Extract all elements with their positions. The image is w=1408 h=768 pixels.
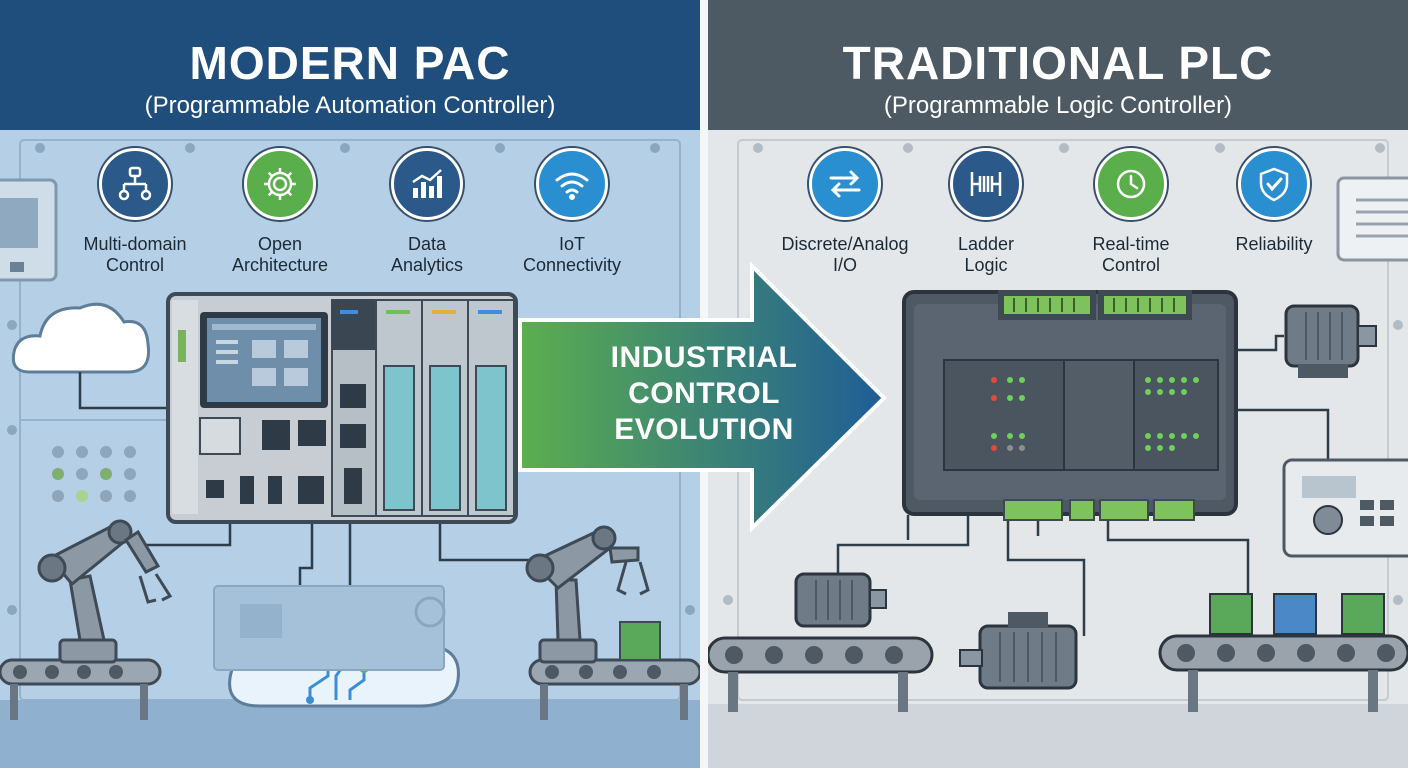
plc-panel: TRADITIONAL PLC (Programmable Logic Cont…	[708, 0, 1408, 768]
conveyor-right	[1158, 593, 1408, 712]
pac-header: MODERN PAC (Programmable Automation Cont…	[0, 0, 700, 130]
feature-label-line1: Ladder	[957, 234, 1015, 254]
floor	[708, 704, 1408, 768]
conveyor-right	[528, 621, 700, 720]
motor-conveyor-left	[794, 572, 887, 628]
operator-panel	[1282, 458, 1408, 558]
package-box	[1341, 593, 1385, 635]
feature-reliability: Reliability	[1199, 148, 1349, 255]
pac-title: MODERN PAC	[189, 37, 511, 89]
plc-subtitle: (Programmable Logic Controller)	[883, 92, 1233, 119]
plc-controller	[902, 290, 1238, 521]
swap-arrows-icon	[809, 148, 881, 220]
pac-subtitle: (Programmable Automation Controller)	[144, 92, 556, 119]
package-box	[1209, 593, 1253, 635]
plc-header: TRADITIONAL PLC (Programmable Logic Cont…	[708, 0, 1408, 130]
package-box	[1273, 593, 1317, 635]
feature-label-line2: Architecture	[231, 255, 329, 275]
feature-label-line1: Data	[407, 234, 447, 254]
arrow-label-line1: INDUSTRIAL	[610, 341, 798, 374]
arrow-label: INDUSTRIAL CONTROL EVOLUTION	[588, 340, 820, 448]
robot-arm-right	[525, 525, 650, 664]
floor	[0, 700, 700, 768]
motor-top-right	[1284, 304, 1377, 378]
robot-arm-left	[37, 519, 173, 664]
chart-trend-icon	[391, 148, 463, 220]
feature-label-line2: Analytics	[390, 255, 464, 275]
arrow-label-line3: EVOLUTION	[614, 413, 794, 446]
feature-label-line2: Logic	[964, 255, 1008, 275]
feature-label-line1: Multi-domain	[83, 234, 187, 254]
shield-check-icon	[1238, 148, 1310, 220]
ladder-icon	[950, 148, 1022, 220]
feature-label-line2: Control	[105, 255, 165, 275]
package-box	[619, 621, 661, 661]
plc-title: TRADITIONAL PLC	[842, 37, 1274, 89]
feature-label-line1: IoT	[558, 234, 585, 254]
feature-label-line2: I/O	[832, 255, 857, 275]
feature-label-line1: Discrete/Analog	[781, 234, 909, 254]
motor-floor	[959, 612, 1078, 690]
cloud-top-left	[11, 302, 151, 374]
network-hierarchy-icon	[99, 148, 171, 220]
feature-label-line1: Open	[257, 234, 303, 254]
feature-label-line1: Reliability	[1235, 234, 1313, 254]
status-led-grid	[52, 446, 136, 502]
plc-scene	[708, 130, 1408, 768]
pac-controller	[166, 292, 518, 524]
feature-label-line2: Control	[1101, 255, 1161, 275]
wifi-icon	[536, 148, 608, 220]
feature-label-line2: Connectivity	[522, 255, 622, 275]
clock-icon	[1095, 148, 1167, 220]
arrow-label-line2: CONTROL	[628, 377, 780, 410]
gear-icon	[244, 148, 316, 220]
plc-status-leds	[991, 377, 1199, 451]
feature-label-line1: Real-time	[1092, 234, 1170, 254]
conveyor-left	[708, 636, 934, 712]
